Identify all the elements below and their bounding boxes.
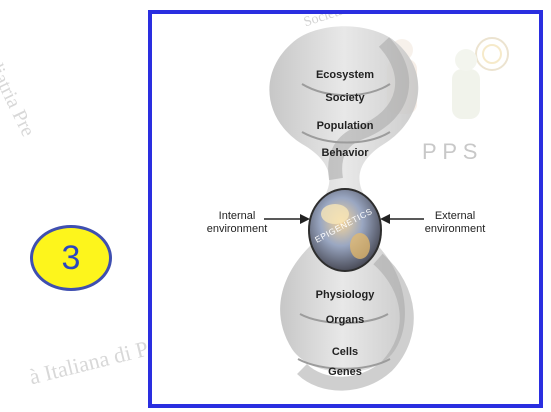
watermark-bottom: à Italiana di P bbox=[27, 336, 151, 391]
level-behavior: Behavior bbox=[321, 147, 368, 159]
watermark-logo-letters: P P S bbox=[422, 139, 477, 164]
level-population: Population bbox=[317, 120, 374, 132]
internal-label-line1: Internal bbox=[200, 210, 274, 223]
external-label-line1: External bbox=[420, 210, 490, 223]
diagram-frame: P P S bbox=[148, 10, 543, 408]
level-organs: Organs bbox=[326, 314, 365, 326]
internal-label-line2: environment bbox=[200, 223, 274, 236]
internal-environment-label: Internal environment bbox=[200, 210, 274, 236]
level-physiology: Physiology bbox=[316, 289, 375, 301]
level-society: Society bbox=[325, 92, 364, 104]
external-arrow bbox=[380, 214, 424, 224]
level-ecosystem: Ecosystem bbox=[316, 69, 374, 81]
slide-number-badge: 3 bbox=[30, 225, 112, 291]
level-genes: Genes bbox=[328, 366, 362, 378]
external-label-line2: environment bbox=[420, 223, 490, 236]
watermark-left: Pediatria Pre bbox=[0, 38, 39, 140]
external-environment-label: External environment bbox=[420, 210, 490, 236]
slide-number: 3 bbox=[62, 239, 81, 278]
level-cells: Cells bbox=[332, 346, 358, 358]
